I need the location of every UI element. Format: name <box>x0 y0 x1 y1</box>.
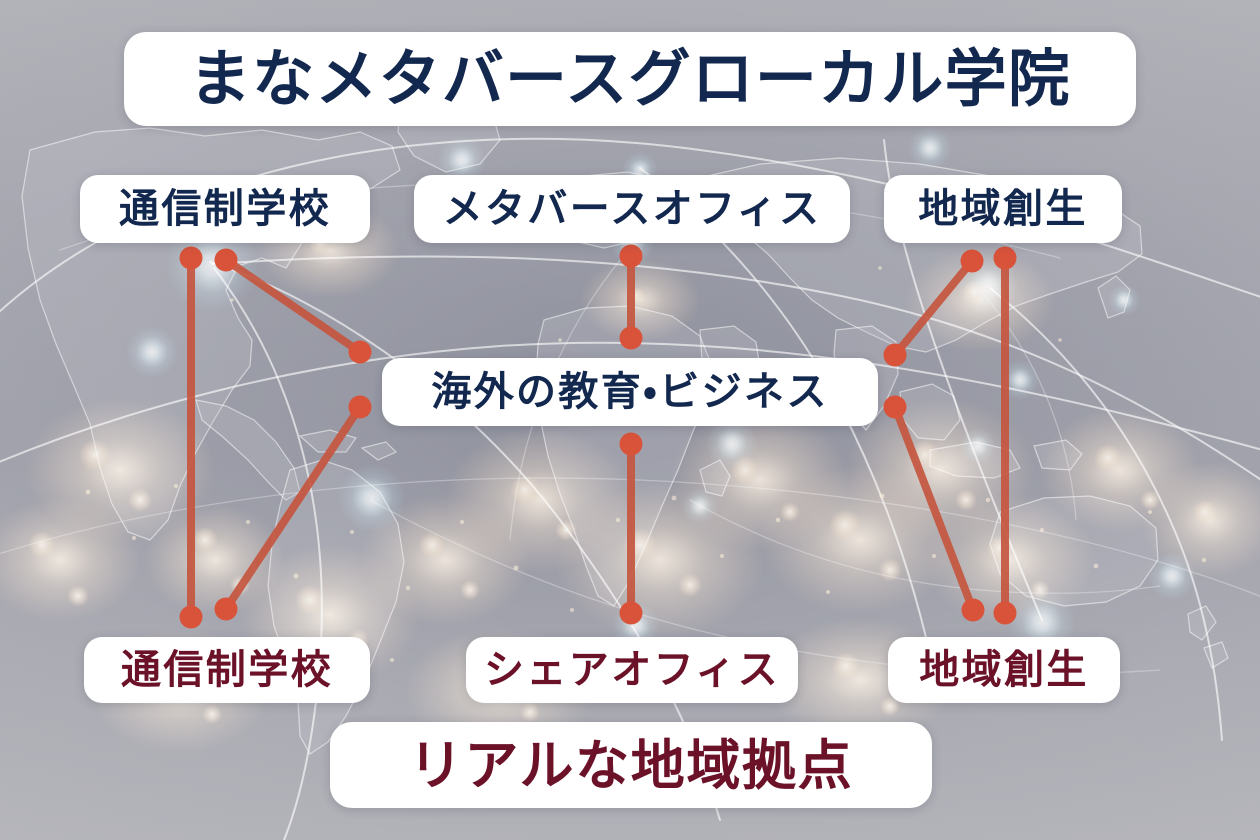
connector-line <box>891 257 976 359</box>
node-dot[interactable] <box>619 244 643 268</box>
node-dot[interactable] <box>960 249 984 273</box>
node-dot[interactable] <box>619 432 643 456</box>
node-dot[interactable] <box>883 395 907 419</box>
node-dot[interactable] <box>348 340 372 364</box>
label-overseas-education-business[interactable]: 海外の教育・ビジネス <box>382 358 878 426</box>
node-dot[interactable] <box>961 598 985 622</box>
page-title-text: まなメタバースグローカル学院 <box>188 42 1072 115</box>
label-share-office[interactable]: シェアオフィス <box>466 637 798 703</box>
node-dot[interactable] <box>619 601 643 625</box>
node-dot[interactable] <box>619 326 643 350</box>
node-dot[interactable] <box>993 601 1017 625</box>
label-regional-revitalization-top[interactable]: 地域創生 <box>884 175 1122 243</box>
node-dot[interactable] <box>179 605 203 629</box>
label-correspondence-school-bottom[interactable]: 通信制学校 <box>84 637 370 703</box>
connector-line <box>222 403 364 613</box>
label-metaverse-office[interactable]: メタバースオフィス <box>414 175 850 243</box>
footer-caption: リアルな地域拠点 <box>330 722 932 808</box>
label-correspondence-school-top[interactable]: 通信制学校 <box>80 175 370 243</box>
node-dot[interactable] <box>993 246 1017 270</box>
footer-caption-text: リアルな地域拠点 <box>408 733 854 797</box>
label-text: 通信制学校 <box>119 185 331 232</box>
node-dot[interactable] <box>883 343 907 367</box>
node-dot[interactable] <box>214 597 238 621</box>
label-text: 通信制学校 <box>121 646 333 693</box>
label-text: 海外の教育・ビジネス <box>431 368 829 415</box>
label-text: シェアオフィス <box>484 646 780 693</box>
label-text: メタバースオフィス <box>442 185 822 232</box>
label-regional-revitalization-bottom[interactable]: 地域創生 <box>888 637 1120 703</box>
connector-line <box>891 403 977 614</box>
node-dot[interactable] <box>214 248 238 272</box>
label-text: 地域創生 <box>919 646 1089 693</box>
page-title: まなメタバースグローカル学院 <box>124 32 1136 126</box>
node-dot[interactable] <box>348 395 372 419</box>
label-text: 地域創生 <box>918 185 1088 232</box>
node-dot[interactable] <box>179 246 203 270</box>
connector-line <box>222 256 364 356</box>
